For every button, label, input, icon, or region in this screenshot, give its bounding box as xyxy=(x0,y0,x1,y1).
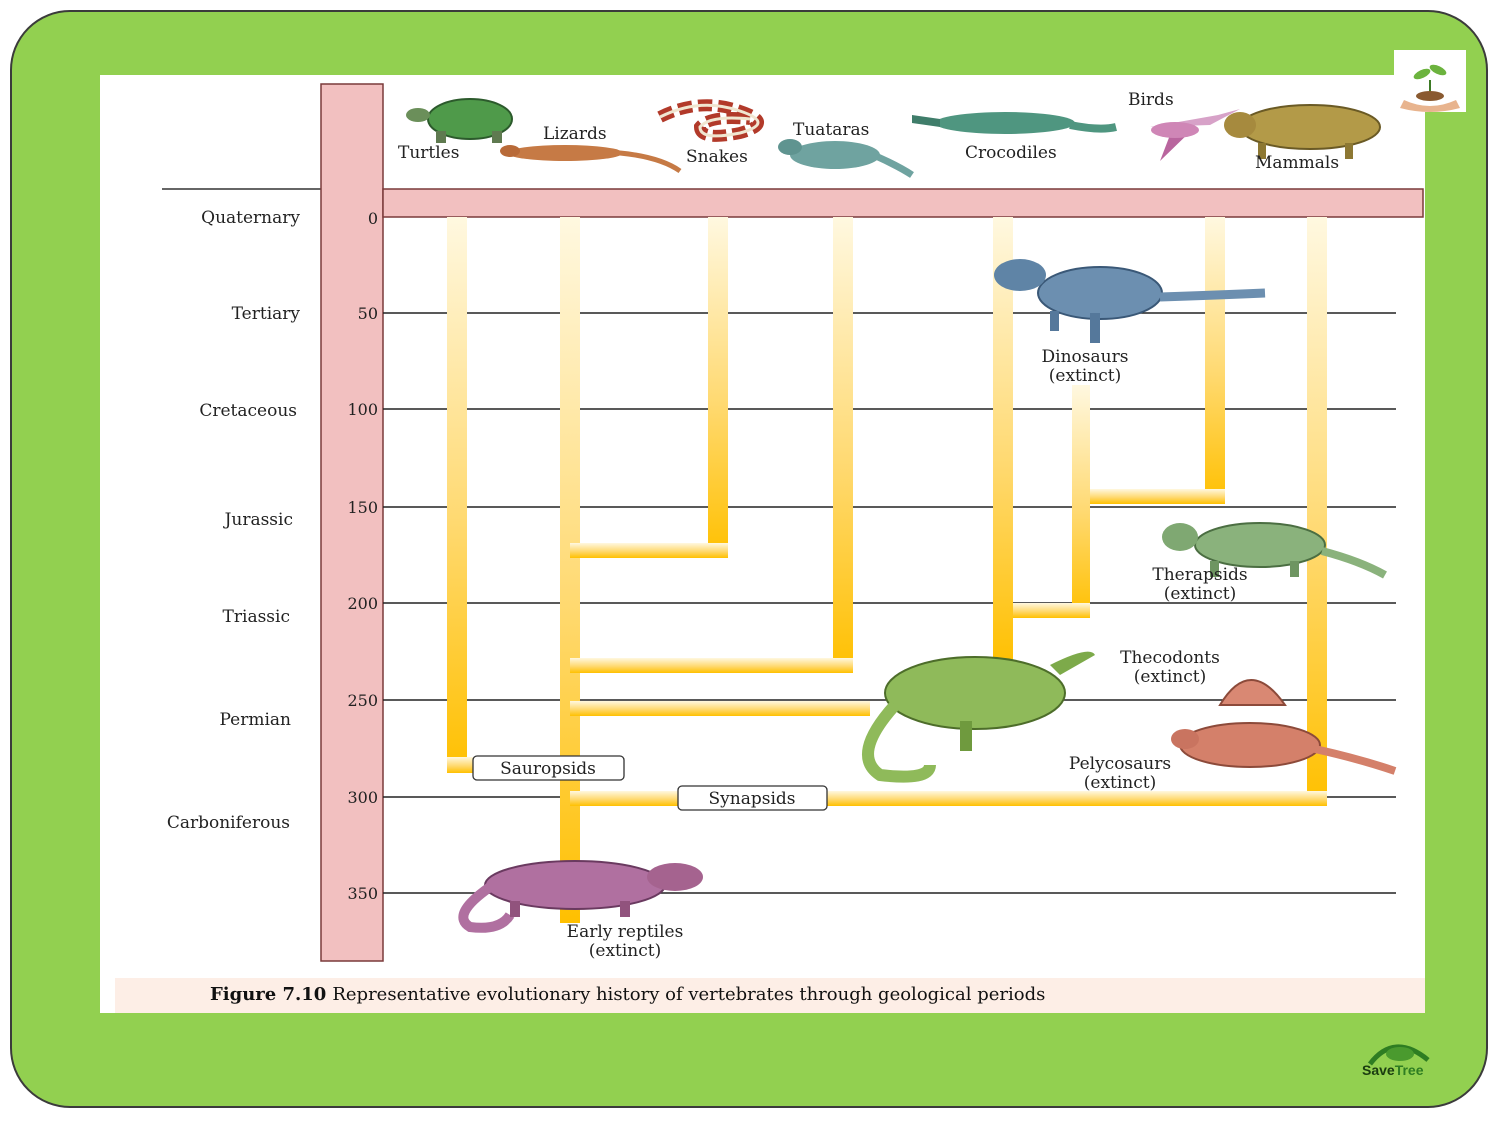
pelycosaur-illustration xyxy=(1171,679,1397,775)
label-therapsids: Therapsids xyxy=(1152,565,1247,585)
branch-tuataras xyxy=(833,217,853,672)
label-sauropsids: Sauropsids xyxy=(500,759,596,779)
tick-0: 0 xyxy=(368,209,378,228)
period-permian: Permian xyxy=(219,710,291,730)
savetree-word-tree: Tree xyxy=(1394,1062,1424,1078)
tick-200: 200 xyxy=(347,594,378,613)
label-crocodiles: Crocodiles xyxy=(965,143,1057,163)
caption-number: Figure 7.10 xyxy=(210,984,327,1005)
tick-250: 250 xyxy=(347,691,378,710)
tick-100: 100 xyxy=(347,400,378,419)
branch-tuataras-join xyxy=(570,658,853,673)
label-tuataras: Tuataras xyxy=(793,120,869,140)
branch-dinosaurs xyxy=(1072,385,1090,617)
branch-birds xyxy=(1205,217,1225,503)
label-birds: Birds xyxy=(1128,90,1174,110)
period-triassic: Triassic xyxy=(223,607,290,627)
label-early-reptiles-status: (extinct) xyxy=(589,941,661,961)
evolution-figure: 0 50 100 150 200 250 300 350 Quaternary … xyxy=(100,75,1425,1013)
tuatara-illustration xyxy=(778,139,914,178)
branch-dinosaurs-join xyxy=(1013,603,1090,618)
label-dinosaurs-status: (extinct) xyxy=(1049,366,1121,386)
label-pelycosaurs-status: (extinct) xyxy=(1084,773,1156,793)
early-reptile-illustration xyxy=(458,860,703,933)
lizard-illustration xyxy=(500,145,682,174)
label-turtles: Turtles xyxy=(398,143,459,163)
animal-illustrations xyxy=(406,98,1397,933)
branch-turtles xyxy=(447,217,467,773)
clade-sauropsids: Sauropsids xyxy=(472,755,625,781)
savetree-logo: SaveTree xyxy=(1358,1036,1438,1086)
caption-text: Representative evolutionary history of v… xyxy=(332,984,1046,1005)
clade-synapsids: Synapsids xyxy=(677,785,828,811)
tick-50: 50 xyxy=(358,304,378,323)
branch-lines xyxy=(447,217,1327,923)
tree-icon xyxy=(1368,1044,1430,1066)
savetree-word-save: Save xyxy=(1362,1062,1395,1078)
time-column xyxy=(320,83,384,962)
label-synapsids: Synapsids xyxy=(709,789,796,809)
branch-early-reptile-trunk xyxy=(560,217,580,923)
present-band xyxy=(382,188,1424,218)
label-dinosaurs: Dinosaurs xyxy=(1042,347,1129,367)
period-cretaceous: Cretaceous xyxy=(199,401,297,421)
bird-illustration xyxy=(1150,109,1240,161)
label-thecodonts-status: (extinct) xyxy=(1134,667,1206,687)
tick-300: 300 xyxy=(347,788,378,807)
label-therapsids-status: (extinct) xyxy=(1164,584,1236,604)
tick-350: 350 xyxy=(347,884,378,903)
therapsid-illustration xyxy=(1162,522,1387,579)
mammal-illustration xyxy=(1224,104,1381,159)
label-mammals: Mammals xyxy=(1255,153,1339,173)
period-tertiary: Tertiary xyxy=(232,304,301,324)
crocodile-illustration xyxy=(912,112,1117,134)
plant-icon xyxy=(1400,64,1460,112)
snake-illustration xyxy=(657,99,764,142)
label-pelycosaurs: Pelycosaurs xyxy=(1069,754,1171,774)
label-lizards: Lizards xyxy=(543,124,607,144)
label-snakes: Snakes xyxy=(686,147,748,167)
period-carboniferous: Carboniferous xyxy=(167,813,290,833)
period-jurassic: Jurassic xyxy=(223,510,293,530)
label-thecodonts: Thecodonts xyxy=(1120,648,1220,668)
plant-in-hands-logo xyxy=(1394,50,1466,112)
branch-turtles-join xyxy=(447,757,475,773)
time-gridlines xyxy=(383,312,1396,894)
label-early-reptiles: Early reptiles xyxy=(567,922,684,942)
branch-crocodiles xyxy=(993,217,1013,667)
branch-snakes xyxy=(708,217,728,557)
branch-birds-join xyxy=(1090,489,1225,504)
tick-150: 150 xyxy=(347,498,378,517)
dinosaur-illustration xyxy=(994,259,1266,343)
period-quaternary: Quaternary xyxy=(201,208,300,228)
branch-snakes-join xyxy=(570,543,728,558)
turtle-illustration xyxy=(406,98,513,143)
branch-archosaur-join xyxy=(570,701,870,716)
branch-mammals xyxy=(1307,217,1327,805)
phylogeny-diagram: 0 50 100 150 200 250 300 350 Quaternary … xyxy=(162,83,1424,962)
thecodont-illustration xyxy=(862,651,1095,783)
